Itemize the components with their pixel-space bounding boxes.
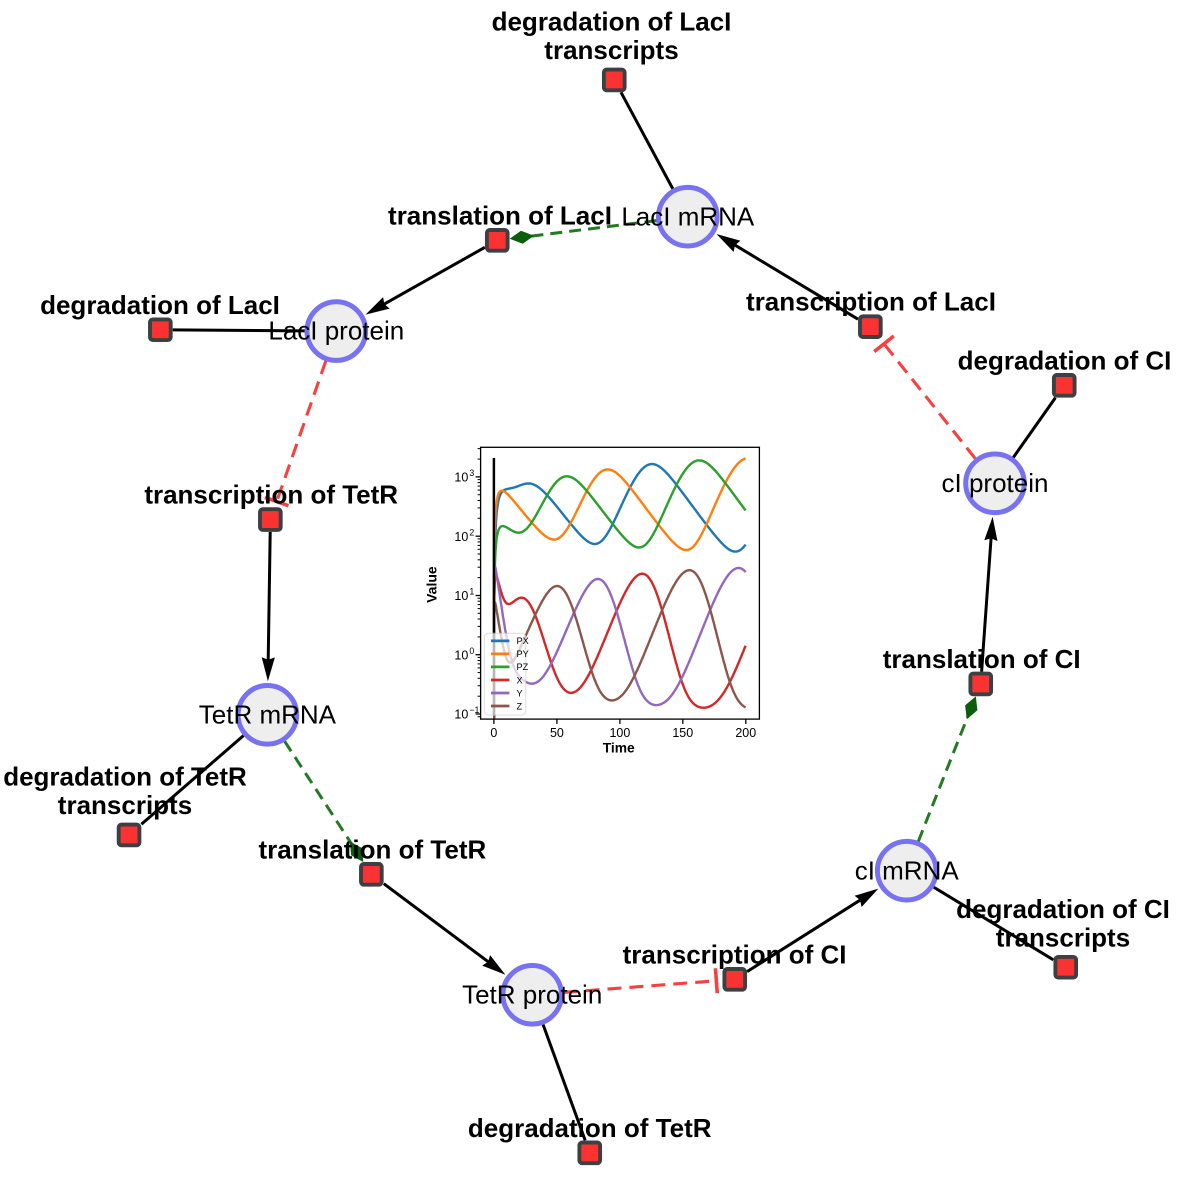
svg-text:LacI mRNA: LacI mRNA xyxy=(621,201,755,231)
svg-text:transcription of CI: transcription of CI xyxy=(623,939,847,969)
svg-text:X: X xyxy=(517,675,523,685)
svg-text:PZ: PZ xyxy=(517,662,529,672)
svg-text:PY: PY xyxy=(517,649,529,659)
svg-text:degradation of TetR: degradation of TetR xyxy=(3,762,247,792)
svg-text:−1: −1 xyxy=(469,705,479,715)
svg-text:10: 10 xyxy=(454,471,468,485)
svg-text:cI protein: cI protein xyxy=(942,468,1049,498)
svg-text:0: 0 xyxy=(469,646,474,656)
svg-text:LacI protein: LacI protein xyxy=(268,316,404,346)
svg-text:Y: Y xyxy=(517,688,523,698)
svg-text:translation of LacI: translation of LacI xyxy=(388,200,612,230)
svg-text:TetR mRNA: TetR mRNA xyxy=(199,699,337,729)
svg-text:transcripts: transcripts xyxy=(996,922,1130,952)
svg-text:3: 3 xyxy=(469,468,474,478)
svg-text:transcripts: transcripts xyxy=(58,790,192,820)
svg-text:degradation of LacI: degradation of LacI xyxy=(492,7,732,37)
svg-text:100: 100 xyxy=(609,726,630,740)
svg-text:150: 150 xyxy=(672,726,693,740)
svg-text:Value: Value xyxy=(424,566,440,603)
svg-text:degradation of LacI: degradation of LacI xyxy=(40,290,280,320)
svg-text:transcripts: transcripts xyxy=(544,35,678,65)
svg-text:Time: Time xyxy=(603,741,635,756)
svg-text:cI mRNA: cI mRNA xyxy=(855,855,960,885)
svg-text:degradation of CI: degradation of CI xyxy=(958,345,1172,375)
svg-text:transcription of TetR: transcription of TetR xyxy=(144,480,398,510)
svg-text:2: 2 xyxy=(469,527,474,537)
svg-text:200: 200 xyxy=(735,726,756,740)
svg-text:10: 10 xyxy=(454,648,468,662)
svg-text:10: 10 xyxy=(454,589,468,603)
svg-text:1: 1 xyxy=(469,587,474,597)
svg-text:PX: PX xyxy=(517,636,529,646)
svg-text:translation of CI: translation of CI xyxy=(883,644,1081,674)
svg-text:degradation of TetR: degradation of TetR xyxy=(468,1113,712,1143)
svg-text:TetR protein: TetR protein xyxy=(462,979,602,1009)
svg-text:10: 10 xyxy=(454,708,468,722)
svg-text:degradation of CI: degradation of CI xyxy=(956,894,1170,924)
svg-text:translation of TetR: translation of TetR xyxy=(259,834,487,864)
svg-text:10: 10 xyxy=(454,530,468,544)
svg-text:0: 0 xyxy=(490,726,497,740)
svg-text:transcription of LacI: transcription of LacI xyxy=(746,287,996,317)
svg-text:Z: Z xyxy=(517,701,523,711)
svg-text:50: 50 xyxy=(550,726,564,740)
